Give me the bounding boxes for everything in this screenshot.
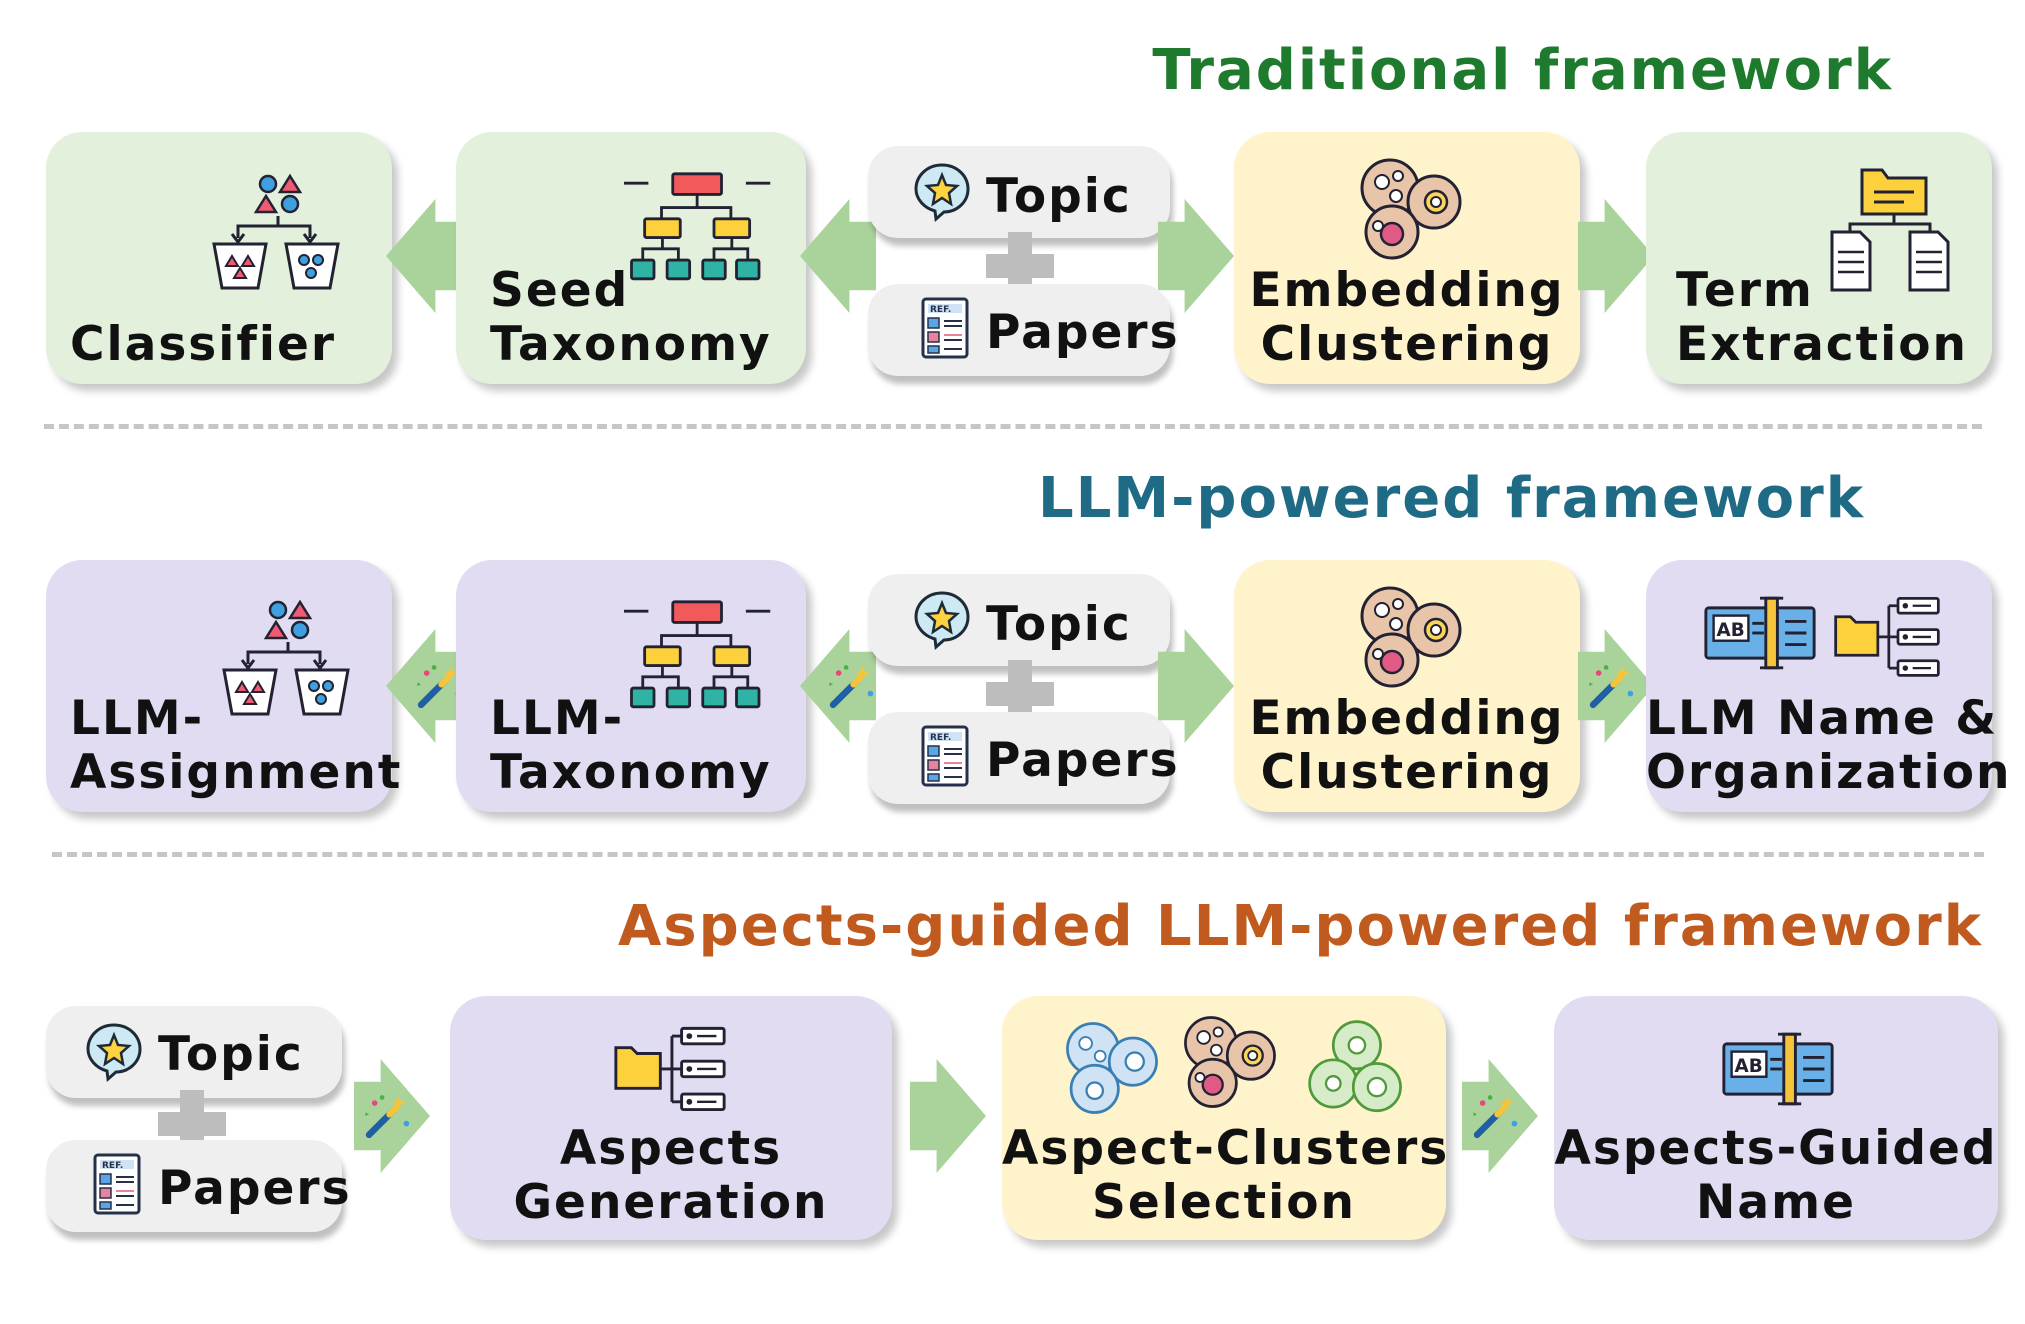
papers-pill-1: Papers <box>868 284 1178 376</box>
aspects-framework-title: Aspects-guided LLM-powered framework <box>617 894 1983 959</box>
llm-assignment-label-2: Assignment <box>70 745 403 800</box>
papers-label-3: Papers <box>158 1161 352 1216</box>
topic-label-2: Topic <box>986 597 1132 652</box>
papers-pill-2: Papers <box>868 712 1178 804</box>
llm-assignment-box: LLM- Assignment <box>46 560 400 812</box>
taxonomy-tree-icon <box>624 598 774 720</box>
reference-doc-icon <box>920 296 970 360</box>
magic-wand-icon <box>356 1090 412 1146</box>
arrow-right-2 <box>1578 196 1654 316</box>
star-speech-icon <box>912 160 972 222</box>
folder-docs-icon <box>1826 166 1956 296</box>
plus-icon-1-h <box>986 254 1054 278</box>
organization-label: Organization <box>1646 745 2012 800</box>
star-speech-icon <box>84 1020 144 1082</box>
taxonomy-tree-icon <box>624 170 774 292</box>
magic-wand-icon <box>1580 660 1636 716</box>
arrow-left-1 <box>386 196 462 316</box>
papers-pill-3: Papers <box>46 1140 350 1232</box>
aspect-clusters-label: Aspect-Clusters <box>1002 1121 1450 1176</box>
arrow-left-2 <box>800 196 876 316</box>
embedding-label-2: Embedding <box>1249 691 1565 746</box>
embedding-clustering-box-1: Embedding Clustering <box>1234 132 1580 384</box>
classifier-box: Classifier <box>46 132 392 384</box>
papers-label-1: Papers <box>986 305 1180 360</box>
aspects-guided-label: Aspects-Guided <box>1554 1121 1998 1176</box>
name-label: Name <box>1696 1175 1856 1230</box>
plus-icon-3-h <box>158 1112 226 1136</box>
clustering-label-2: Clustering <box>1260 745 1554 800</box>
magic-wand-icon <box>820 660 876 716</box>
seed-taxonomy-label-1: Seed <box>490 263 630 318</box>
topic-pill-1: Topic <box>868 146 1170 238</box>
clustering-label-1: Clustering <box>1260 317 1554 372</box>
embedding-label-1: Embedding <box>1249 263 1565 318</box>
selection-label: Selection <box>1092 1175 1356 1230</box>
cluster-cells-icon <box>1356 582 1466 692</box>
folder-tree-icon <box>1832 594 1942 678</box>
cluster-cells-icon <box>1180 1012 1280 1112</box>
cluster-cells-blue-icon <box>1062 1018 1162 1118</box>
arrow-right-1 <box>1158 196 1234 316</box>
topic-label-1: Topic <box>986 169 1132 224</box>
ab-label-icon <box>1720 1030 1836 1108</box>
term-label: Term <box>1676 263 1814 318</box>
topic-pill-2: Topic <box>868 574 1170 666</box>
classifier-label: Classifier <box>70 317 336 372</box>
star-speech-icon <box>912 588 972 650</box>
classifier-bins-icon <box>210 172 350 292</box>
reference-doc-icon <box>920 724 970 788</box>
llm-taxonomy-label-2: Taxonomy <box>490 745 772 800</box>
aspects-guided-name-box: Aspects-Guided Name <box>1554 996 1998 1240</box>
topic-label-3: Topic <box>158 1027 304 1082</box>
seed-taxonomy-label-2: Taxonomy <box>490 317 772 372</box>
cluster-cells-icon <box>1356 154 1466 264</box>
term-extraction-box: Term Extraction <box>1646 132 1992 384</box>
separator-1 <box>44 424 1982 429</box>
traditional-framework-title: Traditional framework <box>1152 38 1893 103</box>
llm-taxonomy-box: LLM- Taxonomy <box>456 560 806 812</box>
papers-label-2: Papers <box>986 733 1180 788</box>
aspects-generation-label-1: Aspects <box>559 1121 783 1176</box>
aspects-generation-box: Aspects Generation <box>450 996 892 1240</box>
reference-doc-icon <box>92 1152 142 1216</box>
magic-wand-icon <box>1464 1090 1520 1146</box>
llm-framework-title: LLM-powered framework <box>1038 466 1865 531</box>
extraction-label: Extraction <box>1676 317 1968 372</box>
ab-label-icon <box>1702 594 1818 672</box>
topic-pill-3: Topic <box>46 1006 342 1098</box>
classifier-bins-icon <box>220 598 360 718</box>
aspect-clusters-selection-box: Aspect-Clusters Selection <box>1002 996 1450 1240</box>
seed-taxonomy-box: Seed Taxonomy <box>456 132 806 384</box>
embedding-clustering-box-2: Embedding Clustering <box>1234 560 1580 812</box>
llm-name-label: LLM Name & <box>1646 691 1999 746</box>
separator-2 <box>52 852 1984 857</box>
plus-icon-2-h <box>986 682 1054 706</box>
folder-tree-icon <box>612 1024 728 1112</box>
llm-taxonomy-label-1: LLM- <box>490 691 625 746</box>
cluster-cells-green-icon <box>1306 1018 1406 1118</box>
arrow-right-3 <box>1158 626 1234 746</box>
aspects-generation-label-2: Generation <box>513 1175 829 1230</box>
arrow-right-6 <box>910 1056 986 1176</box>
llm-assignment-label-1: LLM- <box>70 691 205 746</box>
llm-name-organization-box: LLM Name & Organization <box>1646 560 2012 812</box>
